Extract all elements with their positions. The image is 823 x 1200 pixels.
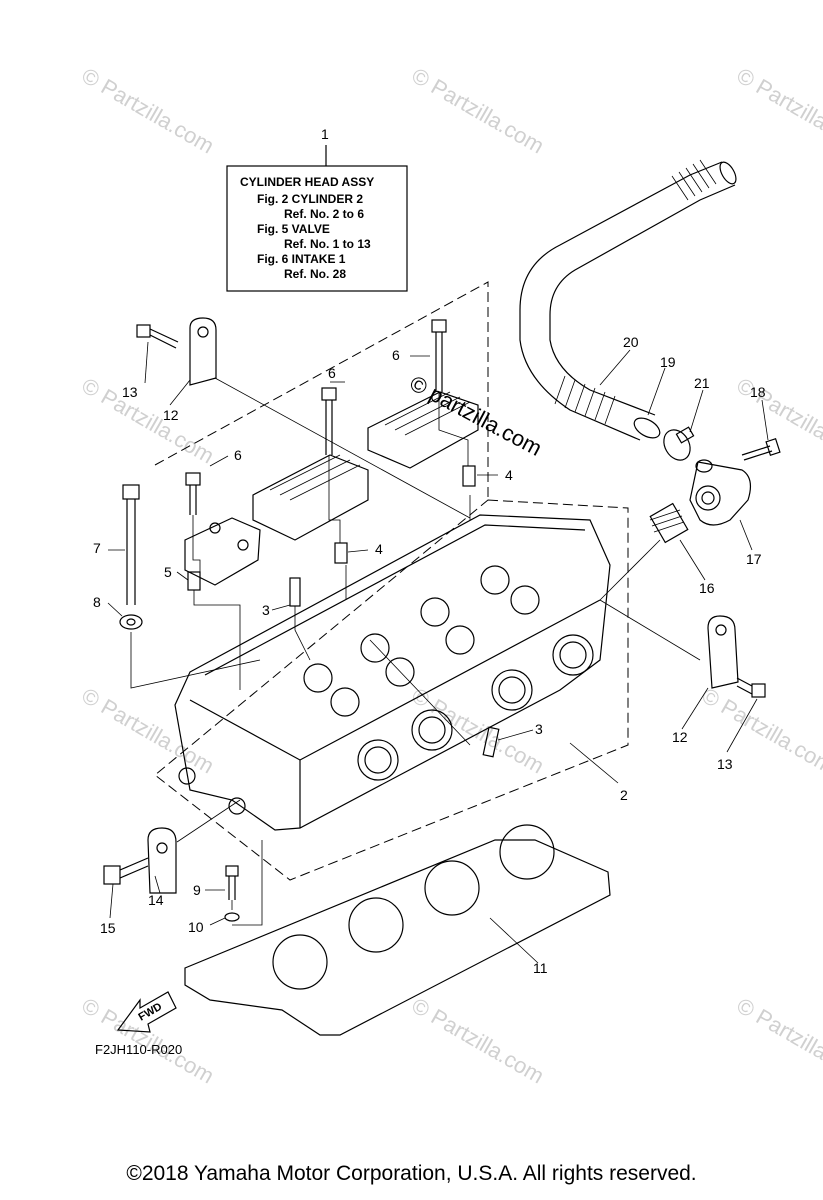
- callout-6: 6: [392, 347, 400, 363]
- hose-corrugation: [554, 159, 717, 425]
- collar: [289, 577, 301, 607]
- box-line: Fig. 6 INTAKE 1: [257, 252, 346, 266]
- callout-3: 3: [535, 721, 543, 737]
- cylinder-head-assy-box: 1 CYLINDER HEAD ASSY Fig. 2 CYLINDER 2 R…: [226, 126, 408, 292]
- callout-1: 1: [321, 126, 329, 142]
- dowel-pin: [462, 465, 476, 487]
- bolt-6: [431, 319, 447, 392]
- bolt-18: [741, 438, 781, 461]
- watermark: © Partzilla.com: [733, 63, 823, 159]
- callout-17: 17: [746, 551, 762, 567]
- callout-2: 2: [620, 787, 628, 803]
- callout-13: 13: [717, 756, 733, 772]
- watermark: © Partzilla.com: [408, 683, 549, 779]
- callout-4: 4: [375, 541, 383, 557]
- callout-20: 20: [623, 334, 639, 350]
- callout-10: 10: [188, 919, 204, 935]
- callout-13: 13: [122, 384, 138, 400]
- callout-19: 19: [660, 354, 676, 370]
- fwd-label: FWD: [137, 1001, 165, 1024]
- bolt-13: [136, 324, 179, 349]
- box-title: CYLINDER HEAD ASSY: [240, 175, 374, 189]
- callout-6: 6: [234, 447, 242, 463]
- callout-11: 11: [533, 960, 548, 976]
- watermark: © Partzilla.com: [733, 993, 823, 1089]
- callout-9: 9: [193, 882, 201, 898]
- box-line: Ref. No. 28: [284, 267, 346, 281]
- watermark: © Partzilla.com: [78, 63, 219, 159]
- callout-5: 5: [164, 564, 172, 580]
- watermark-center: © partzilla.com: [406, 370, 546, 461]
- callout-8: 8: [93, 594, 101, 610]
- callout-14: 14: [148, 892, 164, 908]
- dowel-pin: [334, 542, 348, 564]
- bolt-15: [103, 857, 149, 885]
- cylinder-head: [174, 514, 611, 831]
- washer-10: [224, 912, 240, 922]
- callout-15: 15: [100, 920, 116, 936]
- hose-clamp: [663, 426, 695, 461]
- callout-3: 3: [262, 602, 270, 618]
- box-line: Ref. No. 2 to 6: [284, 207, 364, 221]
- head-gasket: [184, 824, 611, 1036]
- callout-12: 12: [672, 729, 688, 745]
- callout-18: 18: [750, 384, 766, 400]
- bolt-13: [736, 677, 766, 698]
- box-line: Fig. 5 VALVE: [257, 222, 330, 236]
- bolt-6: [321, 387, 337, 455]
- bracket-12: [189, 317, 217, 386]
- box-line: Ref. No. 1 to 13: [284, 237, 371, 251]
- bracket-12: [707, 615, 739, 689]
- callout-12: 12: [163, 407, 179, 423]
- washer-8: [119, 614, 143, 630]
- copyright-notice: ©2018 Yamaha Motor Corporation, U.S.A. A…: [126, 1162, 697, 1185]
- camshaft-cap-large: [252, 454, 369, 541]
- water-hose: [519, 159, 737, 441]
- callout-numbers: 2 3 3 4 4 5 6 6 6 7 8 9 10 11 12 12 13 1…: [93, 334, 766, 976]
- thermostat: [649, 502, 689, 544]
- figure-code: F2JH110-R020: [95, 1042, 183, 1057]
- valve-recesses: [303, 565, 540, 717]
- camshaft-cap-small: [184, 517, 261, 586]
- box-line: Fig. 2 CYLINDER 2: [257, 192, 363, 206]
- bolt-6: [185, 472, 201, 515]
- outlet-joint: [689, 459, 752, 526]
- long-bolt-7: [122, 484, 140, 605]
- watermark: © Partzilla.com: [408, 63, 549, 159]
- watermark: © Partzilla.com: [408, 993, 549, 1089]
- bracket-14: [147, 827, 177, 894]
- leader-lines: [130, 377, 701, 926]
- callout-21: 21: [694, 375, 710, 391]
- callout-7: 7: [93, 540, 101, 556]
- callout-4: 4: [505, 467, 513, 483]
- callout-leaders: [107, 341, 769, 964]
- assembly-boundary: [154, 281, 629, 881]
- watermark: © Partzilla.com: [78, 683, 219, 779]
- callout-16: 16: [699, 580, 715, 596]
- collar: [482, 726, 500, 758]
- bolt-9: [225, 865, 239, 900]
- callout-6: 6: [328, 365, 336, 381]
- watermark: © Partzilla.com: [78, 373, 219, 469]
- exhaust-ports: [357, 634, 594, 781]
